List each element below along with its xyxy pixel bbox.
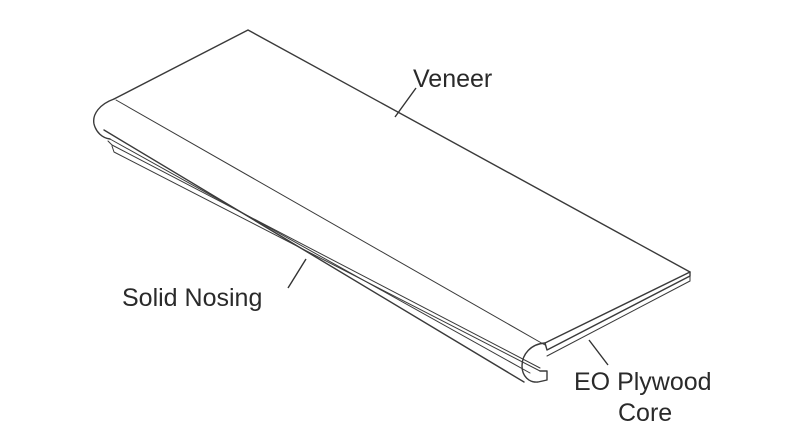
nosing-right-end-profile (521, 342, 548, 383)
veneer-leader-line (394, 87, 417, 118)
plywood-core-label-line1: EO Plywood (574, 368, 712, 396)
plywood-core-top (544, 271, 691, 351)
nosing-under-edge (109, 138, 531, 374)
core-leader-line (588, 339, 609, 366)
veneer-surface-outline (113, 29, 691, 344)
plywood-core-label-line2: Core (618, 399, 673, 427)
plywood-core-lower (546, 280, 691, 357)
veneer-label: Veneer (413, 65, 493, 93)
solid-nosing-label: Solid Nosing (122, 284, 263, 312)
nosing-front-bottom-edge (103, 129, 525, 383)
nosing-lip-lower (111, 145, 541, 372)
nosing-lip-upper (107, 140, 541, 369)
veneer-nosing-joint (115, 99, 546, 346)
nosing-left-end-profile (93, 98, 115, 140)
solid-nosing-leader-line (287, 258, 307, 289)
